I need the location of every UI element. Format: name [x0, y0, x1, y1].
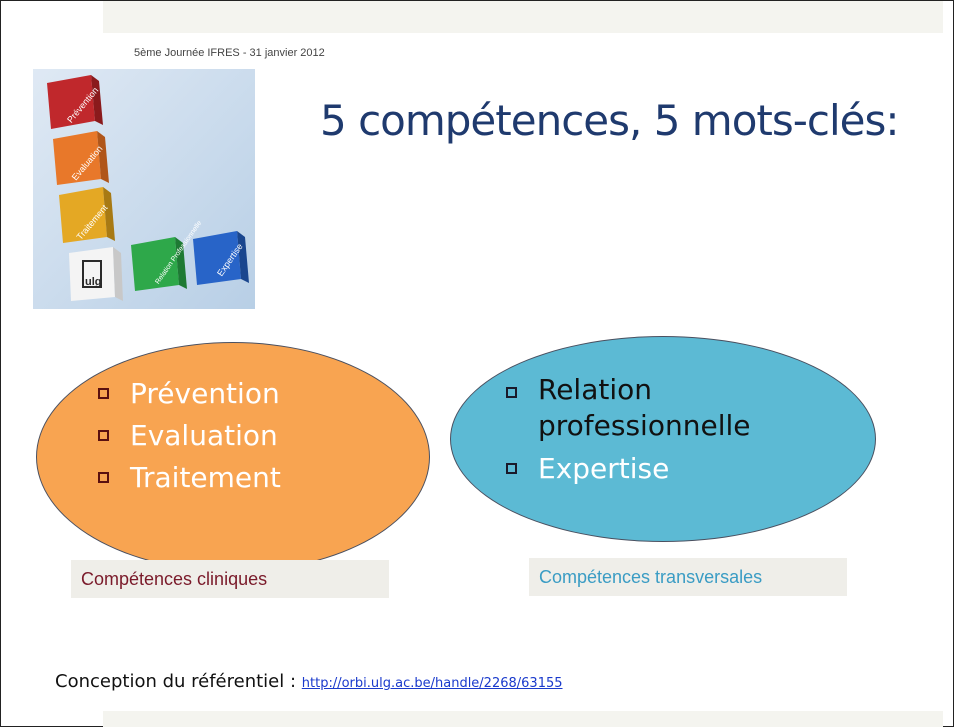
list-item: Evaluation — [98, 415, 281, 457]
square-bullet-icon — [506, 463, 517, 474]
transversal-ellipse — [450, 336, 876, 542]
top-band — [103, 1, 943, 33]
clinical-label: Compétences cliniques — [71, 560, 389, 598]
transversal-label: Compétences transversales — [529, 558, 847, 596]
competence-cubes-logo: Prévention Evaluation Traitement ulg Rel… — [33, 69, 255, 309]
svg-text:ulg: ulg — [85, 276, 102, 288]
list-item: Prévention — [98, 373, 281, 415]
event-header: 5ème Journée IFRES - 31 janvier 2012 — [134, 47, 325, 59]
bottom-band — [103, 711, 943, 727]
clinical-list: Prévention Evaluation Traitement — [98, 373, 281, 499]
evaluation-cube: Evaluation — [53, 131, 109, 185]
expertise-cube: Expertise — [193, 231, 249, 285]
clinical-ellipse — [36, 342, 430, 572]
prevention-cube: Prévention — [47, 75, 103, 129]
square-bullet-icon — [98, 472, 109, 483]
square-bullet-icon — [506, 387, 517, 398]
slide-title: 5 compétences, 5 mots-clés: — [320, 96, 900, 145]
reference-link[interactable]: http://orbi.ulg.ac.be/handle/2268/63155 — [301, 676, 563, 691]
ulg-cube: ulg — [69, 247, 123, 301]
list-item: Expertise — [506, 448, 750, 490]
square-bullet-icon — [98, 430, 109, 441]
list-item: Traitement — [98, 457, 281, 499]
traitement-cube: Traitement — [59, 187, 115, 243]
footer: Conception du référentiel : http://orbi.… — [55, 671, 563, 692]
square-bullet-icon — [98, 388, 109, 399]
footer-text: Conception du référentiel : — [55, 671, 302, 692]
